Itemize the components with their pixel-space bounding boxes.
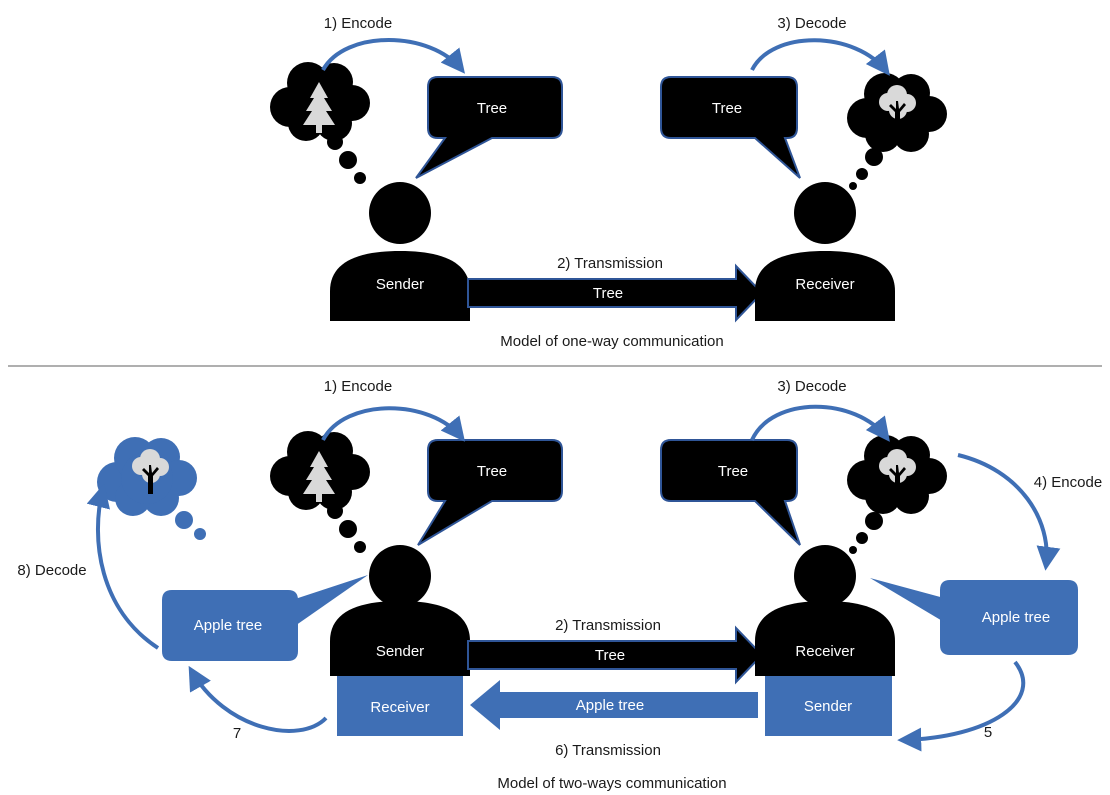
left-reply-bubble-text: Apple tree xyxy=(194,617,262,634)
sender-label: Sender xyxy=(376,276,424,293)
left-thought-cloud xyxy=(97,437,206,540)
transmission-message-2: Tree xyxy=(595,647,625,664)
decode-arrow xyxy=(750,38,890,76)
sender-person xyxy=(330,182,470,321)
receiver-label: Receiver xyxy=(795,276,854,293)
right-reply-bubble-text: Apple tree xyxy=(982,609,1050,626)
right-top-label: Receiver xyxy=(795,643,854,660)
transmission-arrow-2 xyxy=(467,625,764,685)
step5-label: 5 xyxy=(984,724,992,741)
receiver-speech-bubble-2 xyxy=(660,439,801,546)
receiver-speech-bubble xyxy=(660,76,801,179)
decode-back-arrow xyxy=(86,483,160,650)
encode-label-2: 1) Encode xyxy=(324,378,392,395)
receiver-thought-cloud-2 xyxy=(847,435,947,554)
encode-label: 1) Encode xyxy=(324,15,392,32)
transmission-message: Tree xyxy=(593,285,623,302)
receiver-person xyxy=(755,182,895,321)
decode-label: 3) Decode xyxy=(777,15,846,32)
encode-arrow-2 xyxy=(321,406,466,442)
left-reply-bubble xyxy=(162,575,368,661)
encode-back-label: 4) Encode xyxy=(1034,474,1102,491)
left-bottom-label: Receiver xyxy=(370,699,429,716)
encode-back-arrow xyxy=(957,453,1061,571)
two-way-caption: Model of two-ways communication xyxy=(497,775,726,792)
left-person-receiver-block xyxy=(337,676,463,736)
return-transmission-label: 6) Transmission xyxy=(555,742,661,759)
sender-thought-cloud-2 xyxy=(270,431,370,553)
right-person-sender-block xyxy=(765,676,892,736)
right-bottom-label: Sender xyxy=(804,698,852,715)
transmission-arrow xyxy=(467,263,764,323)
left-person xyxy=(330,545,470,676)
sender-thought-cloud xyxy=(270,62,370,184)
receiver-bubble-text: Tree xyxy=(712,100,742,117)
step7-label: 7 xyxy=(233,725,241,742)
decode-arrow-2 xyxy=(750,404,890,442)
return-transmission-arrow xyxy=(470,680,758,730)
right-person xyxy=(755,545,895,676)
transmission-label: 2) Transmission xyxy=(557,255,663,272)
left-top-label: Sender xyxy=(376,643,424,660)
sender-speech-bubble xyxy=(415,76,563,179)
encode-arrow xyxy=(321,38,466,74)
step7-arrow xyxy=(188,665,328,733)
decode-back-label: 8) Decode xyxy=(17,562,86,579)
sender-speech-bubble-2 xyxy=(417,439,563,546)
step5-arrow xyxy=(897,660,1026,752)
receiver-thought-cloud xyxy=(847,73,947,190)
return-message: Apple tree xyxy=(576,697,644,714)
decode-label-2: 3) Decode xyxy=(777,378,846,395)
receiver-bubble-text-2: Tree xyxy=(718,463,748,480)
transmission-label-2: 2) Transmission xyxy=(555,617,661,634)
right-reply-bubble xyxy=(870,578,1078,655)
one-way-caption: Model of one-way communication xyxy=(500,333,723,350)
sender-bubble-text-2: Tree xyxy=(477,463,507,480)
sender-bubble-text: Tree xyxy=(477,100,507,117)
